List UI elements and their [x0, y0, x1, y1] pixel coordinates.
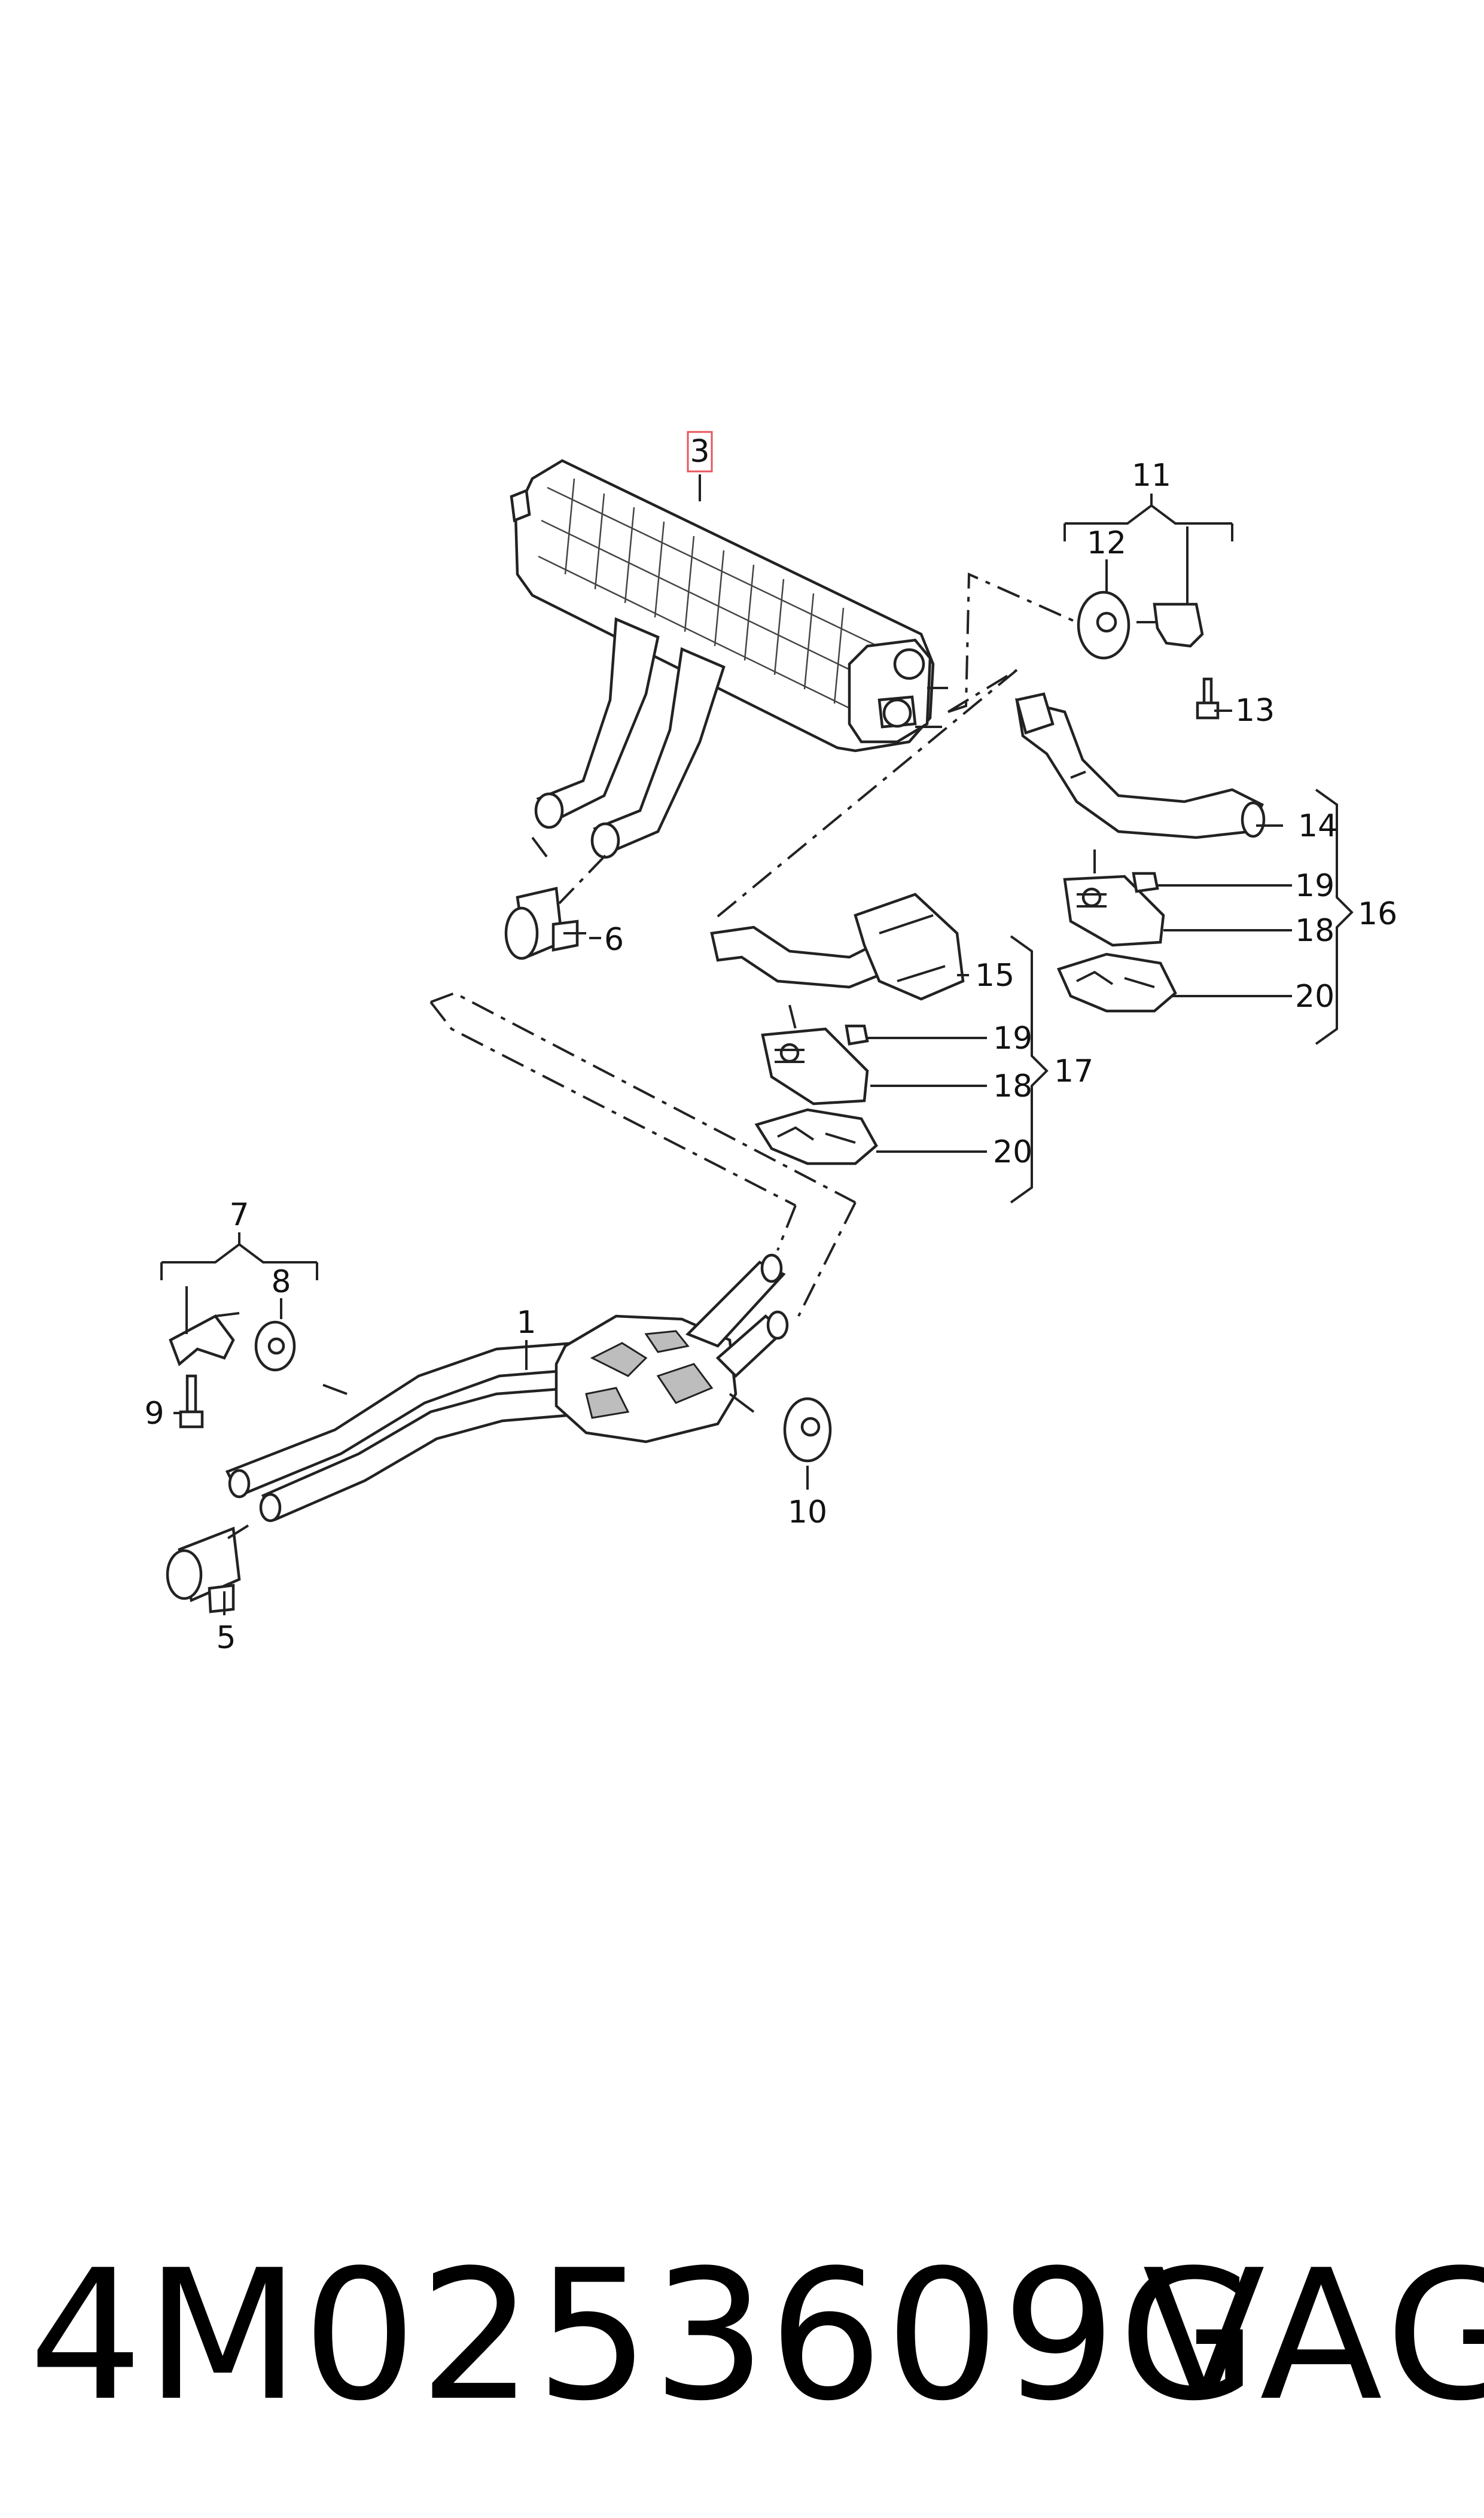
rubber-mount-8 [254, 1320, 296, 1372]
tailpipe-14 [1015, 692, 1266, 839]
rear-silencer [510, 459, 948, 859]
rubber-mount-12 [1077, 590, 1130, 660]
hanger-bracket-11 [1136, 602, 1204, 648]
callout-8: 8 [271, 1264, 291, 1300]
callout-13: 13 [1235, 693, 1275, 729]
callout-3: 3 [690, 434, 709, 470]
bolt-9 [179, 1374, 204, 1429]
nut-19-set17 [845, 1024, 869, 1046]
rubber-mount-10 [783, 1397, 832, 1463]
callout-5: 5 [216, 1620, 236, 1656]
callout-7: 7 [229, 1197, 249, 1233]
callout-18-set17: 18 [993, 1068, 1032, 1104]
clamp-6 [504, 887, 579, 960]
cover-20-set16 [1056, 952, 1177, 1013]
bolt-13 [1196, 677, 1220, 720]
callout-11: 11 [1132, 458, 1171, 494]
callout-20-set17: 20 [993, 1134, 1032, 1170]
callout-12: 12 [1087, 525, 1126, 561]
hanger-bracket-7 [169, 1312, 240, 1366]
actuator-18-set16 [1063, 875, 1165, 947]
actuator-18-set17 [761, 1027, 869, 1106]
footer: 4M0253609G VAG [0, 2237, 1484, 2435]
part-number: 4M0253609G [29, 2231, 1260, 2440]
callout-19-set17: 19 [993, 1021, 1032, 1056]
nut-19-set16 [1132, 872, 1159, 893]
tailpipe-15 [710, 893, 965, 1001]
callout-1: 1 [516, 1305, 536, 1341]
callout-9: 9 [144, 1396, 164, 1432]
callout-6: 6 [604, 922, 624, 958]
callout-19-set16: 19 [1295, 868, 1334, 904]
callout-16: 16 [1358, 896, 1397, 932]
clamp-5 [166, 1526, 241, 1613]
callout-14: 14 [1298, 808, 1337, 844]
callout-10: 10 [788, 1494, 827, 1530]
callout-18-set16: 18 [1295, 913, 1334, 949]
callout-15: 15 [975, 958, 1014, 994]
highlight-box [687, 431, 713, 473]
callout-20-set16: 20 [1295, 979, 1334, 1015]
front-silencer-pipe [225, 1253, 789, 1523]
brand-name: VAG [1142, 2231, 1484, 2440]
callout-17: 17 [1054, 1054, 1093, 1089]
cover-20-set17 [754, 1108, 878, 1165]
